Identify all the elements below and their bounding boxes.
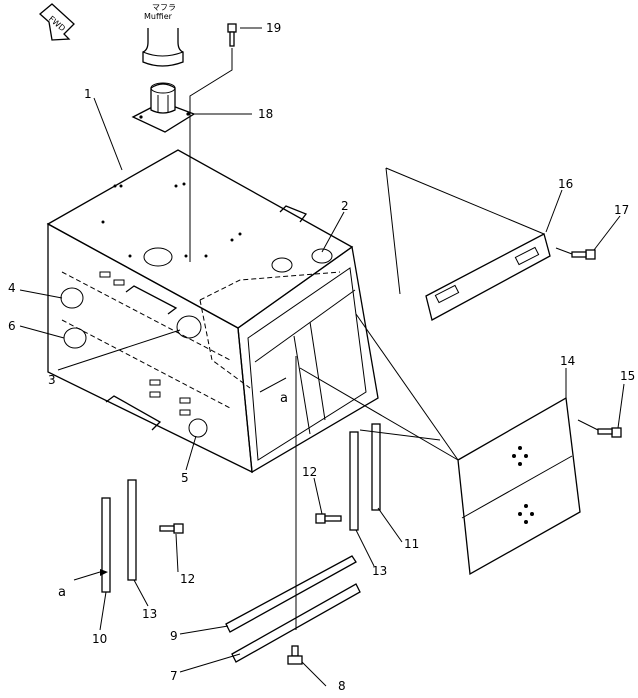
view-mark-a-main: a <box>280 391 288 406</box>
callout-labels: 1 2 3 4 5 6 7 8 9 10 11 12 12 13 13 14 1… <box>8 21 635 693</box>
callout-4: 4 <box>8 281 16 295</box>
leader-lines <box>19 97 625 687</box>
callout-6: 6 <box>8 319 16 333</box>
view-mark-a-detail: a <box>58 585 66 600</box>
callout-16: 16 <box>558 177 573 191</box>
muffler-flange <box>131 82 196 133</box>
callout-1: 1 <box>84 87 92 101</box>
cover-box <box>46 149 379 474</box>
callout-12-left: 12 <box>180 572 195 586</box>
bracket-right-pair <box>349 423 441 531</box>
bolt-12-center <box>315 513 342 524</box>
callout-9: 9 <box>170 629 178 643</box>
callout-3: 3 <box>48 373 56 387</box>
callout-19: 19 <box>266 21 281 35</box>
plate-16 <box>385 167 551 321</box>
callout-17: 17 <box>614 203 629 217</box>
muffler-label: マフラ Muffier <box>144 3 176 21</box>
bolt-17 <box>555 247 596 260</box>
callout-13-left: 13 <box>142 607 157 621</box>
muffler-label-en: Muffier <box>144 12 173 21</box>
callout-14: 14 <box>560 354 575 368</box>
bottom-rails <box>225 356 361 663</box>
callout-7: 7 <box>170 669 178 683</box>
detail-a-brackets <box>73 479 184 593</box>
bolt-15 <box>577 419 622 438</box>
callout-12-center: 12 <box>302 465 317 479</box>
callout-15: 15 <box>620 369 635 383</box>
muffler-label-jp: マフラ <box>152 3 176 12</box>
callout-11: 11 <box>404 537 419 551</box>
callout-8: 8 <box>338 679 346 693</box>
callout-18: 18 <box>258 107 273 121</box>
fwd-arrow-badge: FWD <box>39 3 75 41</box>
bolt-19 <box>189 23 262 262</box>
muffler-pipe <box>142 28 184 67</box>
callout-2: 2 <box>341 199 349 213</box>
panel-14 <box>299 313 581 576</box>
callout-13-right: 13 <box>372 564 387 578</box>
callout-5: 5 <box>181 471 189 485</box>
bolt-8 <box>287 645 303 665</box>
callout-10: 10 <box>92 632 107 646</box>
